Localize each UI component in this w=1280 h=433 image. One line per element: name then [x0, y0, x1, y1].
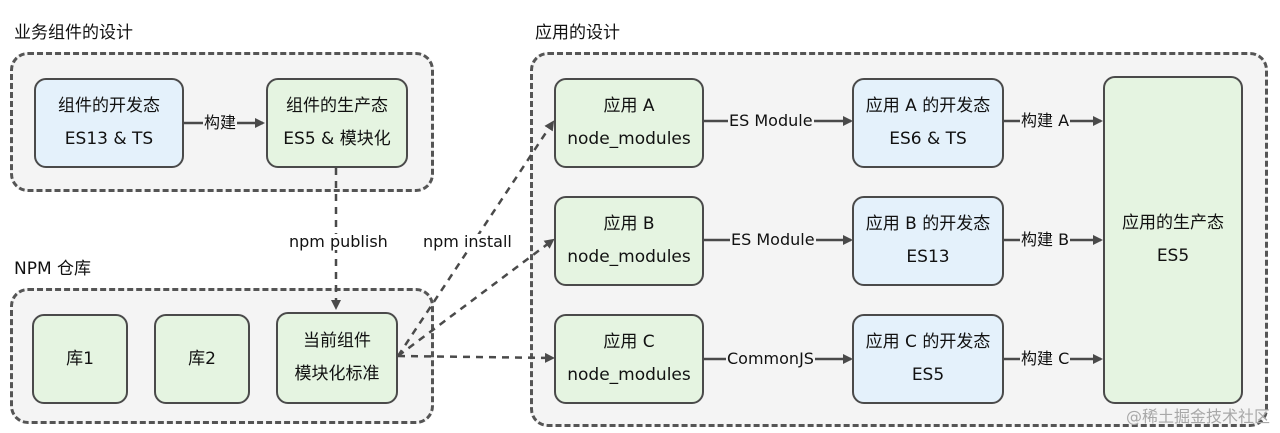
group-title-component-design: 业务组件的设计 [14, 23, 133, 43]
edge-label-es-module-a: ES Module [728, 111, 814, 130]
node-app-c-subtitle: node_modules [567, 365, 691, 385]
node-app-a-title: 应用 A [603, 96, 655, 116]
node-lib2-title: 库2 [188, 348, 216, 369]
node-app-b: 应用 B node_modules [554, 196, 704, 286]
node-current-component: 当前组件 模块化标准 [276, 312, 398, 404]
node-current-component-subtitle: 模块化标准 [294, 364, 380, 384]
node-lib1-title: 库1 [66, 348, 94, 369]
node-dev-b-title: 应用 B 的开发态 [865, 214, 991, 234]
edge-label-build-c: 构建 C [1020, 349, 1071, 368]
node-dev-b-subtitle: ES13 [906, 247, 950, 267]
node-lib2: 库2 [154, 314, 250, 404]
edge-label-build: 构建 [203, 113, 238, 132]
node-component-dev: 组件的开发态 ES13 & TS [34, 78, 184, 168]
node-component-dev-title: 组件的开发态 [58, 96, 160, 116]
edge-label-install: npm install [422, 232, 513, 251]
node-component-dev-subtitle: ES13 & TS [64, 129, 154, 149]
node-dev-c-title: 应用 C 的开发态 [865, 332, 991, 352]
edge-label-es-module-b: ES Module [730, 230, 816, 249]
edge-label-build-b: 构建 B [1020, 230, 1071, 249]
node-component-prod-title: 组件的生产态 [286, 96, 388, 116]
node-component-prod: 组件的生产态 ES5 & 模块化 [266, 78, 408, 168]
node-dev-c-subtitle: ES5 [911, 365, 945, 385]
node-app-a: 应用 A node_modules [554, 78, 704, 168]
node-app-prod: 应用的生产态 ES5 [1103, 76, 1243, 404]
watermark: @稀土掘金技术社区 [1125, 407, 1270, 426]
node-dev-a-title: 应用 A 的开发态 [865, 96, 991, 116]
node-dev-c: 应用 C 的开发态 ES5 [852, 314, 1004, 404]
node-app-b-subtitle: node_modules [567, 247, 691, 267]
node-current-component-title: 当前组件 [303, 331, 371, 351]
node-dev-a-subtitle: ES6 & TS [889, 129, 967, 149]
node-component-prod-subtitle: ES5 & 模块化 [283, 129, 391, 149]
node-app-c: 应用 C node_modules [554, 314, 704, 404]
edge-label-publish: npm publish [288, 232, 389, 251]
node-lib1: 库1 [32, 314, 128, 404]
node-app-prod-title: 应用的生产态 [1122, 213, 1224, 233]
group-title-npm-repo: NPM 仓库 [14, 259, 92, 279]
node-app-c-title: 应用 C [603, 332, 655, 352]
group-title-app-design: 应用的设计 [535, 23, 620, 43]
edge-label-build-a: 构建 A [1020, 111, 1071, 130]
node-dev-b: 应用 B 的开发态 ES13 [852, 196, 1004, 286]
edge-label-commonjs: CommonJS [726, 349, 815, 368]
node-app-a-subtitle: node_modules [567, 129, 691, 149]
node-dev-a: 应用 A 的开发态 ES6 & TS [852, 78, 1004, 168]
node-app-b-title: 应用 B [603, 214, 655, 234]
node-app-prod-subtitle: ES5 [1156, 246, 1190, 266]
